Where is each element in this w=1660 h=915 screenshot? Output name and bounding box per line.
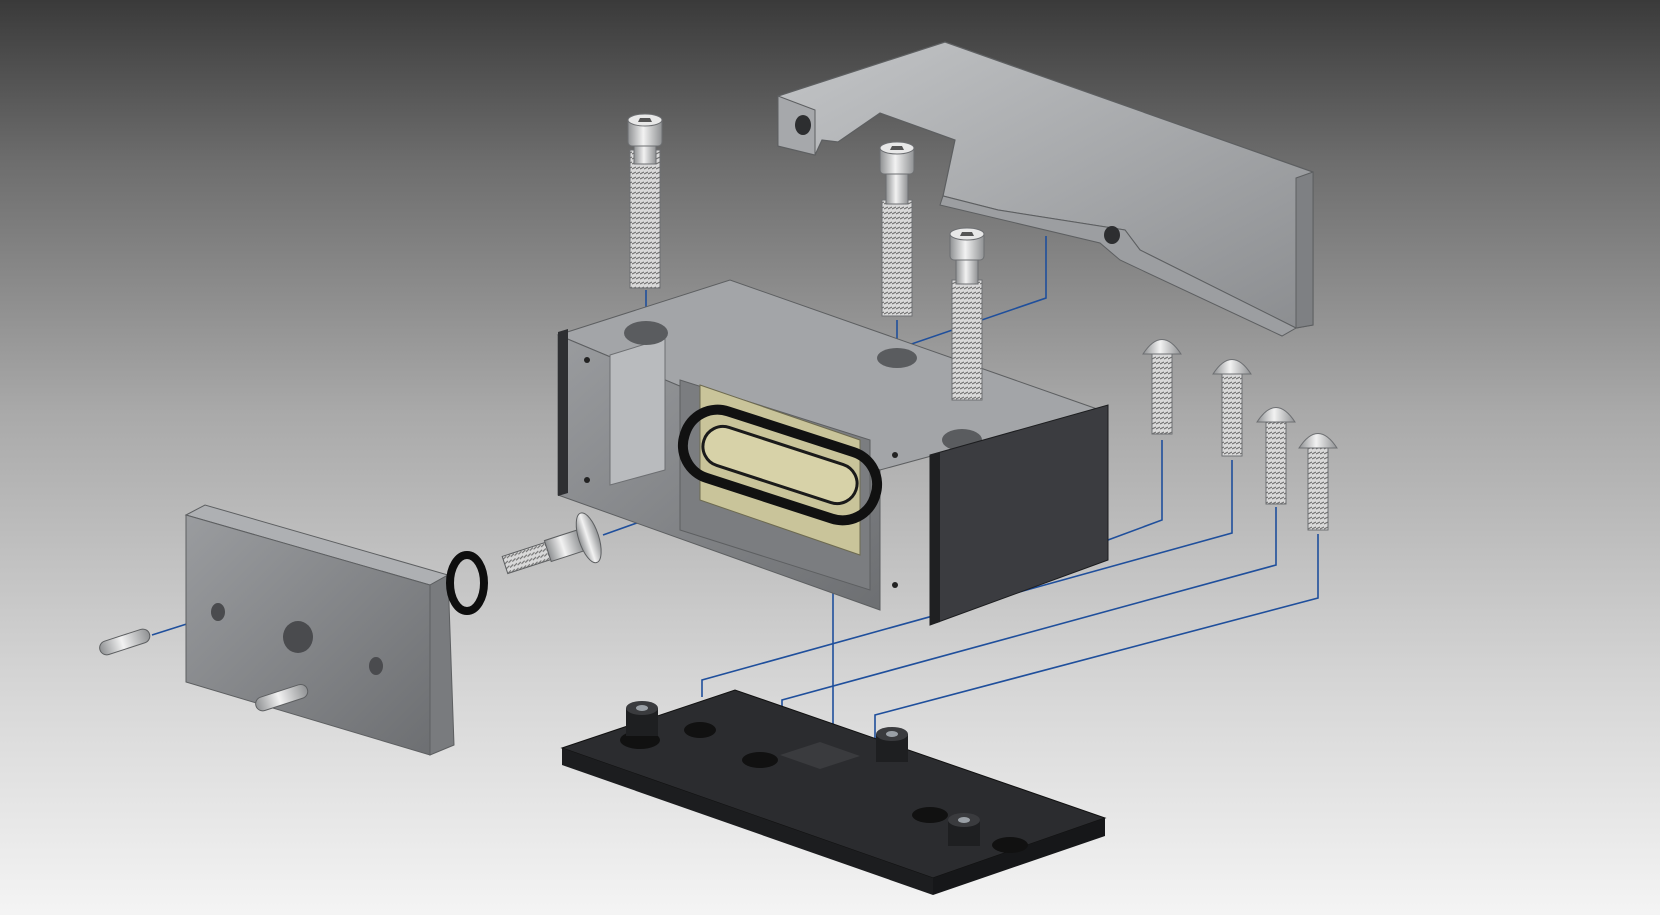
- dowel-pins: [98, 627, 310, 713]
- base-hole-icon: [684, 722, 716, 738]
- side-block[interactable]: [184, 504, 455, 756]
- base-standoff: [626, 701, 658, 736]
- button-head-screw[interactable]: [1298, 433, 1338, 531]
- base-hole-icon: [912, 807, 948, 823]
- o-ring[interactable]: [446, 551, 488, 615]
- side-block-hole-icon: [211, 603, 225, 621]
- housing-bore-icon: [624, 321, 668, 345]
- socket-cap-screw[interactable]: [879, 141, 915, 317]
- socket-cap-screw[interactable]: [627, 113, 663, 289]
- button-head-screw[interactable]: [1256, 407, 1296, 505]
- cover-hole-icon: [795, 115, 811, 135]
- base-standoff: [948, 813, 980, 846]
- cover-hole-icon: [1104, 226, 1120, 244]
- base-plate[interactable]: [560, 689, 1107, 895]
- button-head-screw[interactable]: [1142, 339, 1182, 435]
- button-head-screws: [1142, 339, 1338, 531]
- housing-hole-icon: [584, 477, 590, 483]
- base-hole-icon: [992, 837, 1028, 853]
- end-plate[interactable]: [929, 404, 1109, 626]
- side-block-bore-icon: [283, 621, 313, 653]
- housing-hole-icon: [892, 582, 898, 588]
- cover-plate[interactable]: [777, 41, 1314, 337]
- shoulder-screw[interactable]: [497, 510, 606, 590]
- trail-button-4: [874, 534, 1319, 742]
- socket-cap-screws: [627, 113, 985, 401]
- base-boss: [780, 742, 860, 769]
- trail-button-1: [1107, 440, 1163, 541]
- housing-hole-icon: [892, 452, 898, 458]
- base-hole-icon: [742, 752, 778, 768]
- housing-bore-icon: [877, 348, 917, 368]
- trail-cover: [849, 236, 1047, 366]
- dowel-pin[interactable]: [98, 627, 152, 656]
- housing-hole-icon: [584, 357, 590, 363]
- socket-cap-screw[interactable]: [949, 227, 985, 401]
- dowel-pin[interactable]: [254, 683, 310, 713]
- base-standoff: [876, 727, 908, 762]
- gasket-insert[interactable]: [674, 384, 886, 556]
- button-head-screw[interactable]: [1212, 359, 1252, 457]
- side-block-hole-icon: [369, 657, 383, 675]
